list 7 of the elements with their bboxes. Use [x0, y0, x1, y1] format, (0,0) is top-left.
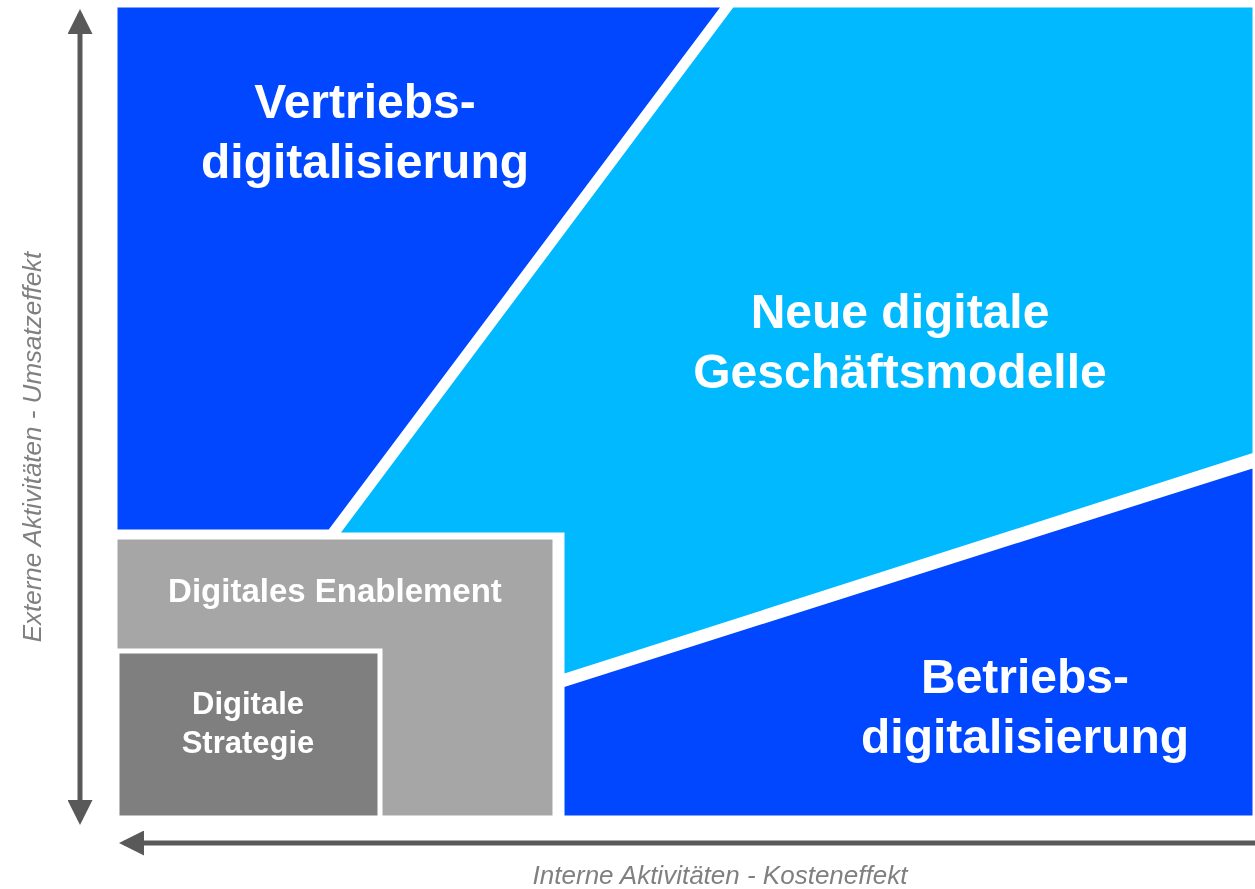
region-title: Digitales Enablement — [167, 571, 503, 611]
region-title: Vertriebs- digitalisierung — [200, 74, 530, 190]
region-title: Neue digitale Geschäftsmodelle — [692, 284, 1108, 400]
axis-label: Interne Aktivitäten - Kosteneffekt — [532, 859, 908, 889]
axis-label: Externe Aktivitäten - Umsatzeffekt — [16, 251, 48, 643]
region-title: Betriebs- digitalisierung — [860, 649, 1190, 765]
region-title: Digitale Strategie — [180, 685, 316, 762]
